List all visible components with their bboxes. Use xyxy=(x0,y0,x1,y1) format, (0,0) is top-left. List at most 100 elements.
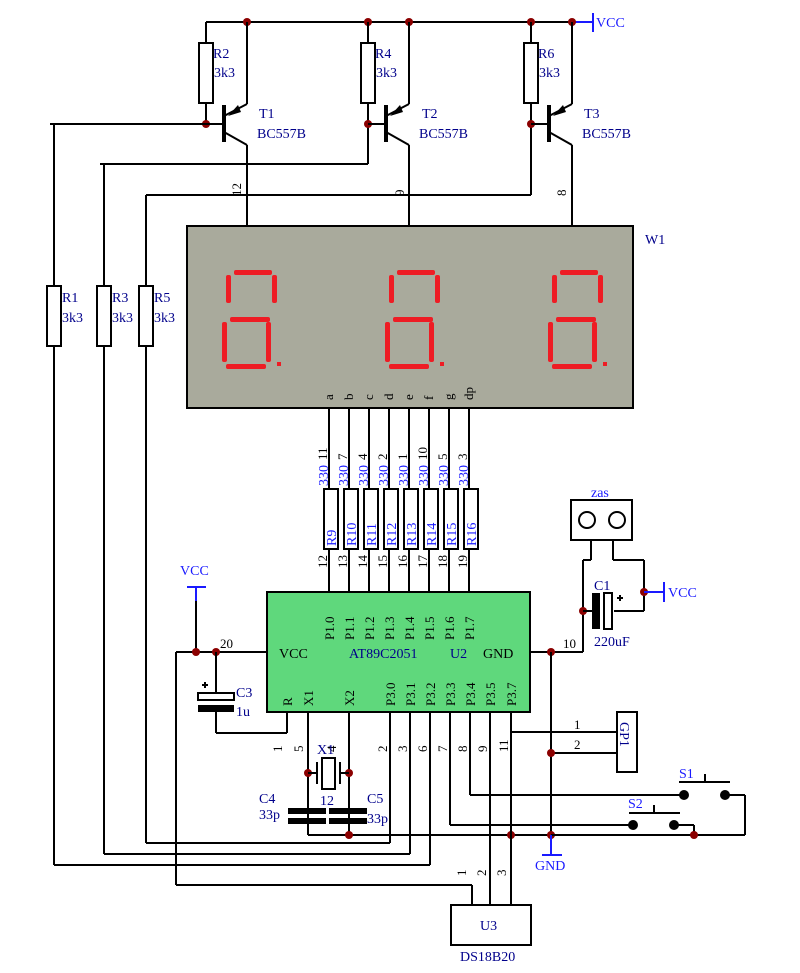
mcu-vcc-label: VCC xyxy=(279,647,308,662)
mcu-bottom-pin-number: 3 xyxy=(395,746,410,753)
segment xyxy=(556,317,596,322)
mcu-bottom-pin-number: 11 xyxy=(496,739,511,752)
segment xyxy=(560,270,598,275)
c3-ref: C3 xyxy=(236,686,252,701)
gp1-pin-1: 1 xyxy=(574,717,581,732)
sensor-ds18b20 xyxy=(450,904,532,946)
mcu-bottom-pin-number: 6 xyxy=(415,745,430,752)
mcu-vcc-wiring xyxy=(175,586,473,905)
t2-pin: 9 xyxy=(392,190,407,197)
r4-ref: R4 xyxy=(375,47,391,62)
resistor-r2 xyxy=(198,42,214,104)
switch-s1[interactable] xyxy=(679,774,746,835)
resistor-ref: R14 xyxy=(425,523,440,546)
mcu-pin-number: 18 xyxy=(435,555,450,568)
resistor-r4 xyxy=(360,42,376,104)
resistor-ref: R13 xyxy=(405,523,420,546)
segment-resistors: 330R912330R1013330R1114330R1215330R13163… xyxy=(315,465,480,568)
c4-ref: C4 xyxy=(259,792,275,807)
c5-ref: C5 xyxy=(367,792,383,807)
u3-pin-2: 2 xyxy=(474,870,489,877)
segment-label: e xyxy=(401,394,416,400)
vcc-label-c1: VCC xyxy=(668,586,697,601)
mcu-top-pin: P1.7 xyxy=(462,616,477,640)
r5-ref: R5 xyxy=(154,291,170,306)
segment xyxy=(592,322,597,362)
segment-label: b xyxy=(341,394,356,401)
mcu-top-pin: P1.2 xyxy=(362,617,377,640)
mcu-gnd-label: GND xyxy=(483,647,513,662)
display-pin-number: 11 xyxy=(315,447,330,460)
resistor-value: 330 xyxy=(357,465,372,486)
segment xyxy=(272,275,277,303)
r3-ref: R3 xyxy=(112,291,128,306)
capacitor-c1 xyxy=(592,593,600,629)
vcc-label-top: VCC xyxy=(596,16,625,31)
mcu-top-pin: P1.0 xyxy=(322,617,337,640)
resistor-value: 330 xyxy=(317,465,332,486)
display-pin-number: 4 xyxy=(355,453,370,460)
segment xyxy=(234,270,272,275)
connector-gp1 xyxy=(616,711,638,773)
left-resistors xyxy=(46,124,154,865)
t1-part: BC557B xyxy=(257,127,306,142)
switch-s2[interactable] xyxy=(551,805,745,839)
mcu-bottom-pin: P3.0 xyxy=(383,683,398,706)
segment xyxy=(393,317,433,322)
segment-label: f xyxy=(421,395,436,400)
mcu-pin-number: 13 xyxy=(335,555,350,568)
display-pin-number: 5 xyxy=(435,454,450,461)
r6-value: 3k3 xyxy=(539,66,560,81)
display-ref: W1 xyxy=(645,233,665,248)
r4-value: 3k3 xyxy=(376,66,397,81)
display-pin-number: 10 xyxy=(415,447,430,460)
mcu-top-pin: P1.6 xyxy=(442,616,457,640)
t3-pin: 8 xyxy=(554,190,569,197)
mcu-bottom-pin: P3.2 xyxy=(423,683,438,706)
segment-label: a xyxy=(321,394,336,400)
segment-label: d xyxy=(381,393,396,400)
segment xyxy=(429,322,434,362)
mcu-bottom-pin-number: 4 xyxy=(324,745,339,752)
s2-ref: S2 xyxy=(628,797,643,812)
mcu-bottom-wires xyxy=(54,712,684,905)
resistor-ref: R11 xyxy=(365,523,380,546)
s1-ref: S1 xyxy=(679,767,694,782)
mcu-bottom-pin: P3.1 xyxy=(403,683,418,706)
crystal-x1 xyxy=(321,757,336,790)
resistor-ref: R10 xyxy=(345,523,360,546)
mcu-pin-number: 16 xyxy=(395,555,410,569)
mcu-bottom-pin-number: 5 xyxy=(291,746,306,753)
digit-2 xyxy=(385,270,444,369)
segment xyxy=(389,275,394,303)
c1-value: 220uF xyxy=(594,635,630,650)
mcu-pin-number: 17 xyxy=(415,555,430,569)
segment xyxy=(397,270,435,275)
mcu-bottom-pin-number: 1 xyxy=(270,746,285,753)
resistor-ref: R16 xyxy=(465,523,480,546)
segment xyxy=(226,275,231,303)
c1-ref: C1 xyxy=(594,579,610,594)
mcu-bottom-pin: P3.7 xyxy=(504,682,519,706)
mcu-bottom-pin-number: 7 xyxy=(435,745,450,752)
mcu-vcc-pin: 20 xyxy=(220,636,233,651)
gp1-ref: GP1 xyxy=(616,722,631,747)
resistor-r6 xyxy=(523,42,539,104)
mcu-top-pin: P1.5 xyxy=(422,617,437,640)
c5-value: 33p xyxy=(367,812,388,827)
transistor-stage-2: 9 xyxy=(100,22,410,226)
u3-pin-1: 1 xyxy=(454,870,469,877)
mcu-ref: U2 xyxy=(450,647,467,662)
mcu-pin-number: 15 xyxy=(375,555,390,568)
mcu-bottom-pin: X1 xyxy=(301,690,316,706)
t3-ref: T3 xyxy=(584,107,600,122)
segment xyxy=(230,317,270,322)
display-pin-number: 2 xyxy=(375,454,390,461)
r3-value: 3k3 xyxy=(112,311,133,326)
